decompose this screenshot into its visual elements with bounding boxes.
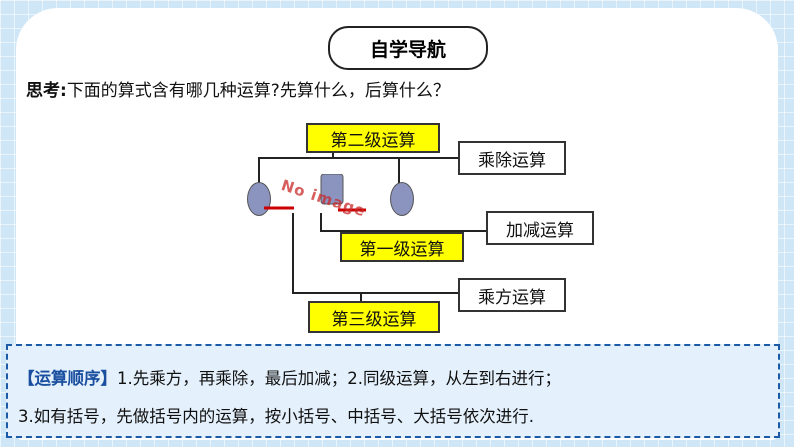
broken-image-icon bbox=[264, 173, 366, 212]
connector-line bbox=[258, 157, 260, 183]
label-power: 乘方运算 bbox=[458, 278, 566, 312]
connector-line bbox=[398, 157, 400, 183]
rules-text-2: 3.如有括号，先做括号内的运算，按小括号、中括号、大括号依次进行. bbox=[18, 407, 534, 426]
question-text: 思考:下面的算式含有哪几种运算?先算什么，后算什么？ bbox=[26, 76, 450, 101]
rules-title: 【运算顺序】 bbox=[18, 369, 117, 388]
connector-line bbox=[360, 292, 362, 302]
connector-line bbox=[292, 213, 294, 293]
page-title: 自学导航 bbox=[328, 26, 488, 70]
connector-line bbox=[320, 230, 486, 232]
rules-line-2: 3.如有括号，先做括号内的运算，按小括号、中括号、大括号依次进行. bbox=[18, 398, 768, 436]
right-ellipse bbox=[390, 182, 414, 216]
label-level-1: 第一级运算 bbox=[340, 232, 464, 262]
left-ellipse bbox=[247, 182, 271, 216]
connector-line bbox=[332, 148, 334, 158]
connector-line bbox=[258, 157, 458, 159]
question-body: 下面的算式含有哪几种运算?先算什么，后算什么？ bbox=[66, 81, 450, 101]
question-label: 思考: bbox=[26, 81, 67, 101]
rules-line-1: 【运算顺序】1.先乘方，再乘除，最后加减；2.同级运算，从左到右进行； bbox=[18, 360, 768, 398]
label-level-2: 第二级运算 bbox=[306, 123, 440, 153]
label-add-sub: 加减运算 bbox=[486, 211, 594, 245]
label-mul-div: 乘除运算 bbox=[458, 141, 566, 175]
connector-line bbox=[292, 292, 458, 294]
label-level-3: 第三级运算 bbox=[308, 301, 440, 333]
no-image-placeholder: No image bbox=[254, 173, 384, 220]
rules-box: 【运算顺序】1.先乘方，再乘除，最后加减；2.同级运算，从左到右进行； 3.如有… bbox=[6, 344, 780, 438]
rules-text-1: 1.先乘方，再乘除，最后加减；2.同级运算，从左到右进行； bbox=[117, 369, 561, 388]
connector-line bbox=[320, 213, 322, 231]
